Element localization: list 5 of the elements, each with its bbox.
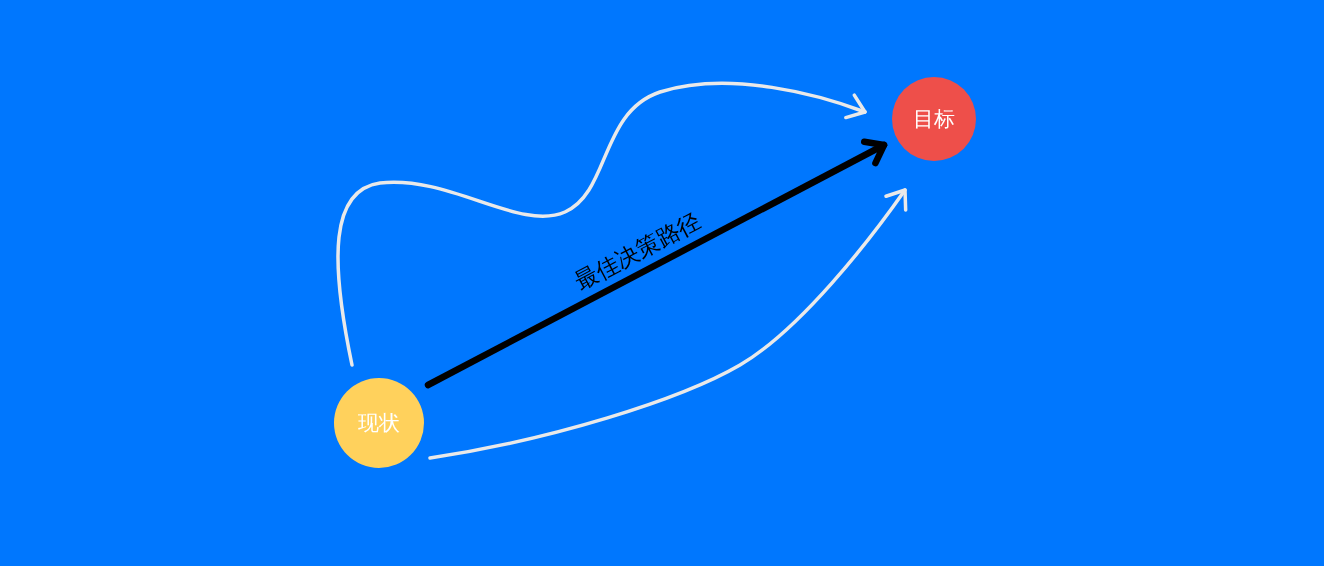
status-circle: 现状: [334, 378, 424, 468]
arrow: [424, 138, 888, 389]
goal-circle: 目标: [892, 77, 976, 161]
arrow: [336, 81, 867, 367]
arrow: [428, 188, 908, 460]
